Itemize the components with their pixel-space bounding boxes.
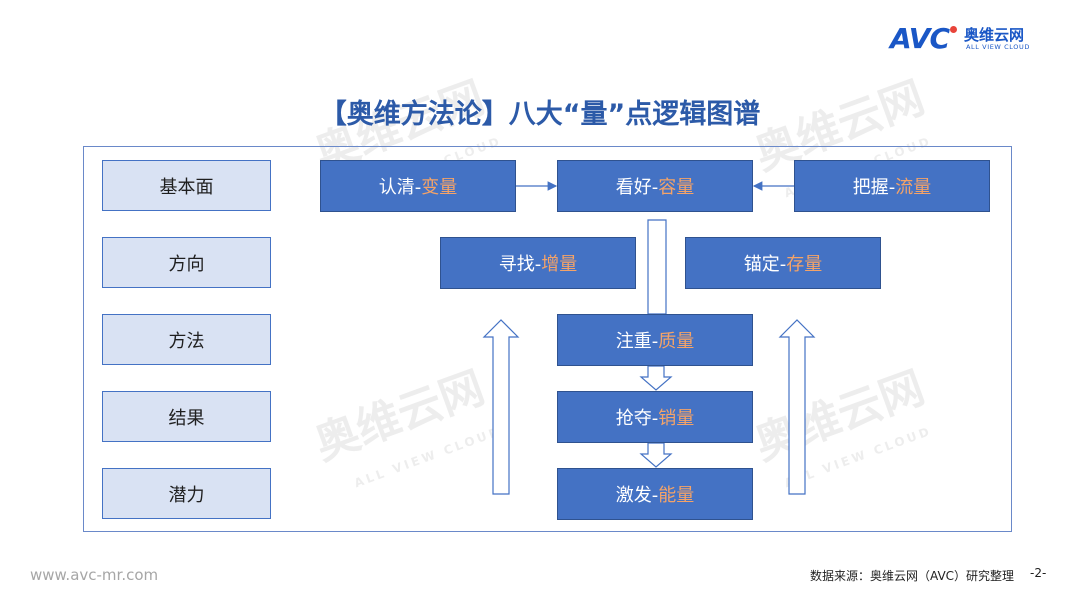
box-bawo: 把握-流量 [794,160,990,212]
box-jifa: 激发-能量 [557,468,753,520]
box-prefix: 看好- [615,177,659,198]
box-accent: 能量 [658,485,695,506]
page-title: 【奥维方法论】八大“量”点逻辑图谱 [319,99,761,130]
left-label-fundamentals: 基本面 [102,160,271,211]
diagram-frame [83,146,1012,532]
box-prefix: 抢夺- [615,408,659,429]
box-accent: 质量 [658,331,695,352]
logo-dot-icon [950,26,957,33]
left-label-potential: 潜力 [102,468,271,519]
left-label-result: 结果 [102,391,271,442]
box-prefix: 寻找- [498,254,542,275]
box-prefix: 锚定- [743,254,787,275]
footer-source: 数据来源：奥维云网（AVC）研究整理 [810,569,1015,583]
page-number: -2- [1030,566,1047,580]
logo-en-text: ALL VIEW CLOUD [966,43,1030,51]
box-accent: 变量 [421,177,458,198]
box-prefix: 激发- [615,485,659,506]
box-prefix: 注重- [615,331,659,352]
logo-cn-text: 奥维云网 [964,26,1025,44]
box-renqing: 认清-变量 [320,160,516,212]
footer-website: www.avc-mr.com [30,566,159,584]
left-label-method: 方法 [102,314,271,365]
box-qiangduo: 抢夺-销量 [557,391,753,443]
box-accent: 容量 [658,177,695,198]
box-accent: 增量 [541,254,578,275]
box-prefix: 认清- [378,177,422,198]
box-accent: 存量 [786,254,823,275]
avc-logo: AVC 奥维云网 ALL VIEW CLOUD [890,22,1060,56]
box-accent: 销量 [658,408,695,429]
box-prefix: 把握- [852,177,896,198]
box-maoding: 锚定-存量 [685,237,881,289]
box-zhuzhong: 注重-质量 [557,314,753,366]
box-accent: 流量 [895,177,932,198]
logo-mark: AVC [890,22,950,55]
left-label-direction: 方向 [102,237,271,288]
box-kanhao: 看好-容量 [557,160,753,212]
box-xunzhao: 寻找-增量 [440,237,636,289]
